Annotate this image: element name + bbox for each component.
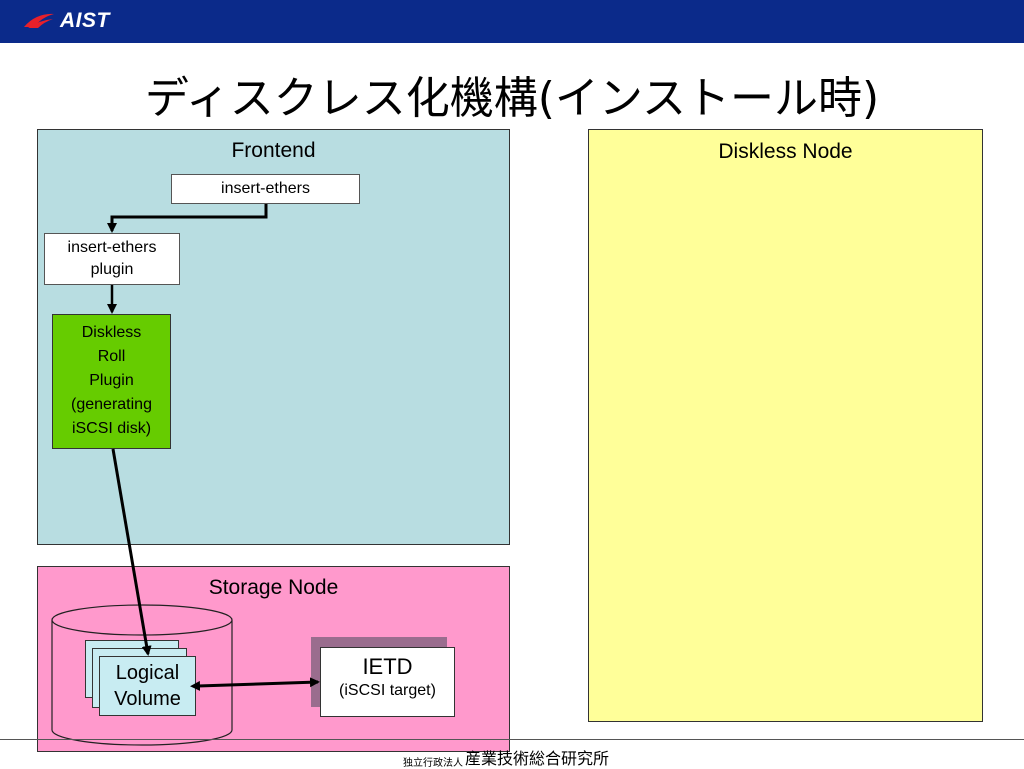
header-bar: AIST	[0, 0, 1024, 43]
ietd-box: IETD (iSCSI target)	[320, 647, 455, 717]
ietd-subtitle: (iSCSI target)	[339, 682, 436, 699]
footer-organization: 独立行政法人 産業技術総合研究所	[403, 745, 609, 769]
logical-volume-box: Logical Volume	[99, 656, 196, 716]
roll-line-3: Plugin	[89, 372, 134, 389]
footer-small-text: 独立行政法人	[403, 758, 463, 769]
footer-divider	[0, 739, 1024, 740]
lv-line-2: Volume	[114, 688, 181, 710]
aist-logo-swoosh-icon	[24, 13, 54, 28]
ietd-title: IETD	[362, 654, 413, 679]
insert-ethers-plugin-box: insert-ethers plugin	[44, 233, 180, 285]
storage-node-label: Storage Node	[208, 576, 339, 599]
logo-text: AIST	[60, 9, 110, 32]
roll-line-1: Diskless	[81, 324, 142, 341]
slide-title: ディスクレス化機構(インストール時)	[144, 73, 880, 124]
diskless-node-label: Diskless Node	[718, 140, 853, 163]
diskless-roll-plugin-box: Diskless Roll Plugin (generating iSCSI d…	[52, 314, 171, 449]
plugin-line-2: plugin	[90, 261, 134, 278]
lv-line-1: Logical	[115, 662, 180, 684]
diskless-node-panel: Diskless Node	[588, 129, 983, 722]
roll-line-2: Roll	[97, 348, 126, 365]
roll-line-4: (generating	[71, 396, 152, 413]
footer-big-text: 産業技術総合研究所	[465, 749, 610, 768]
aist-logo: AIST	[22, 6, 110, 36]
frontend-label: Frontend	[231, 139, 316, 162]
plugin-line-1: insert-ethers	[67, 239, 157, 256]
roll-line-5: iSCSI disk)	[71, 420, 152, 437]
insert-ethers-box: insert-ethers	[171, 174, 360, 204]
